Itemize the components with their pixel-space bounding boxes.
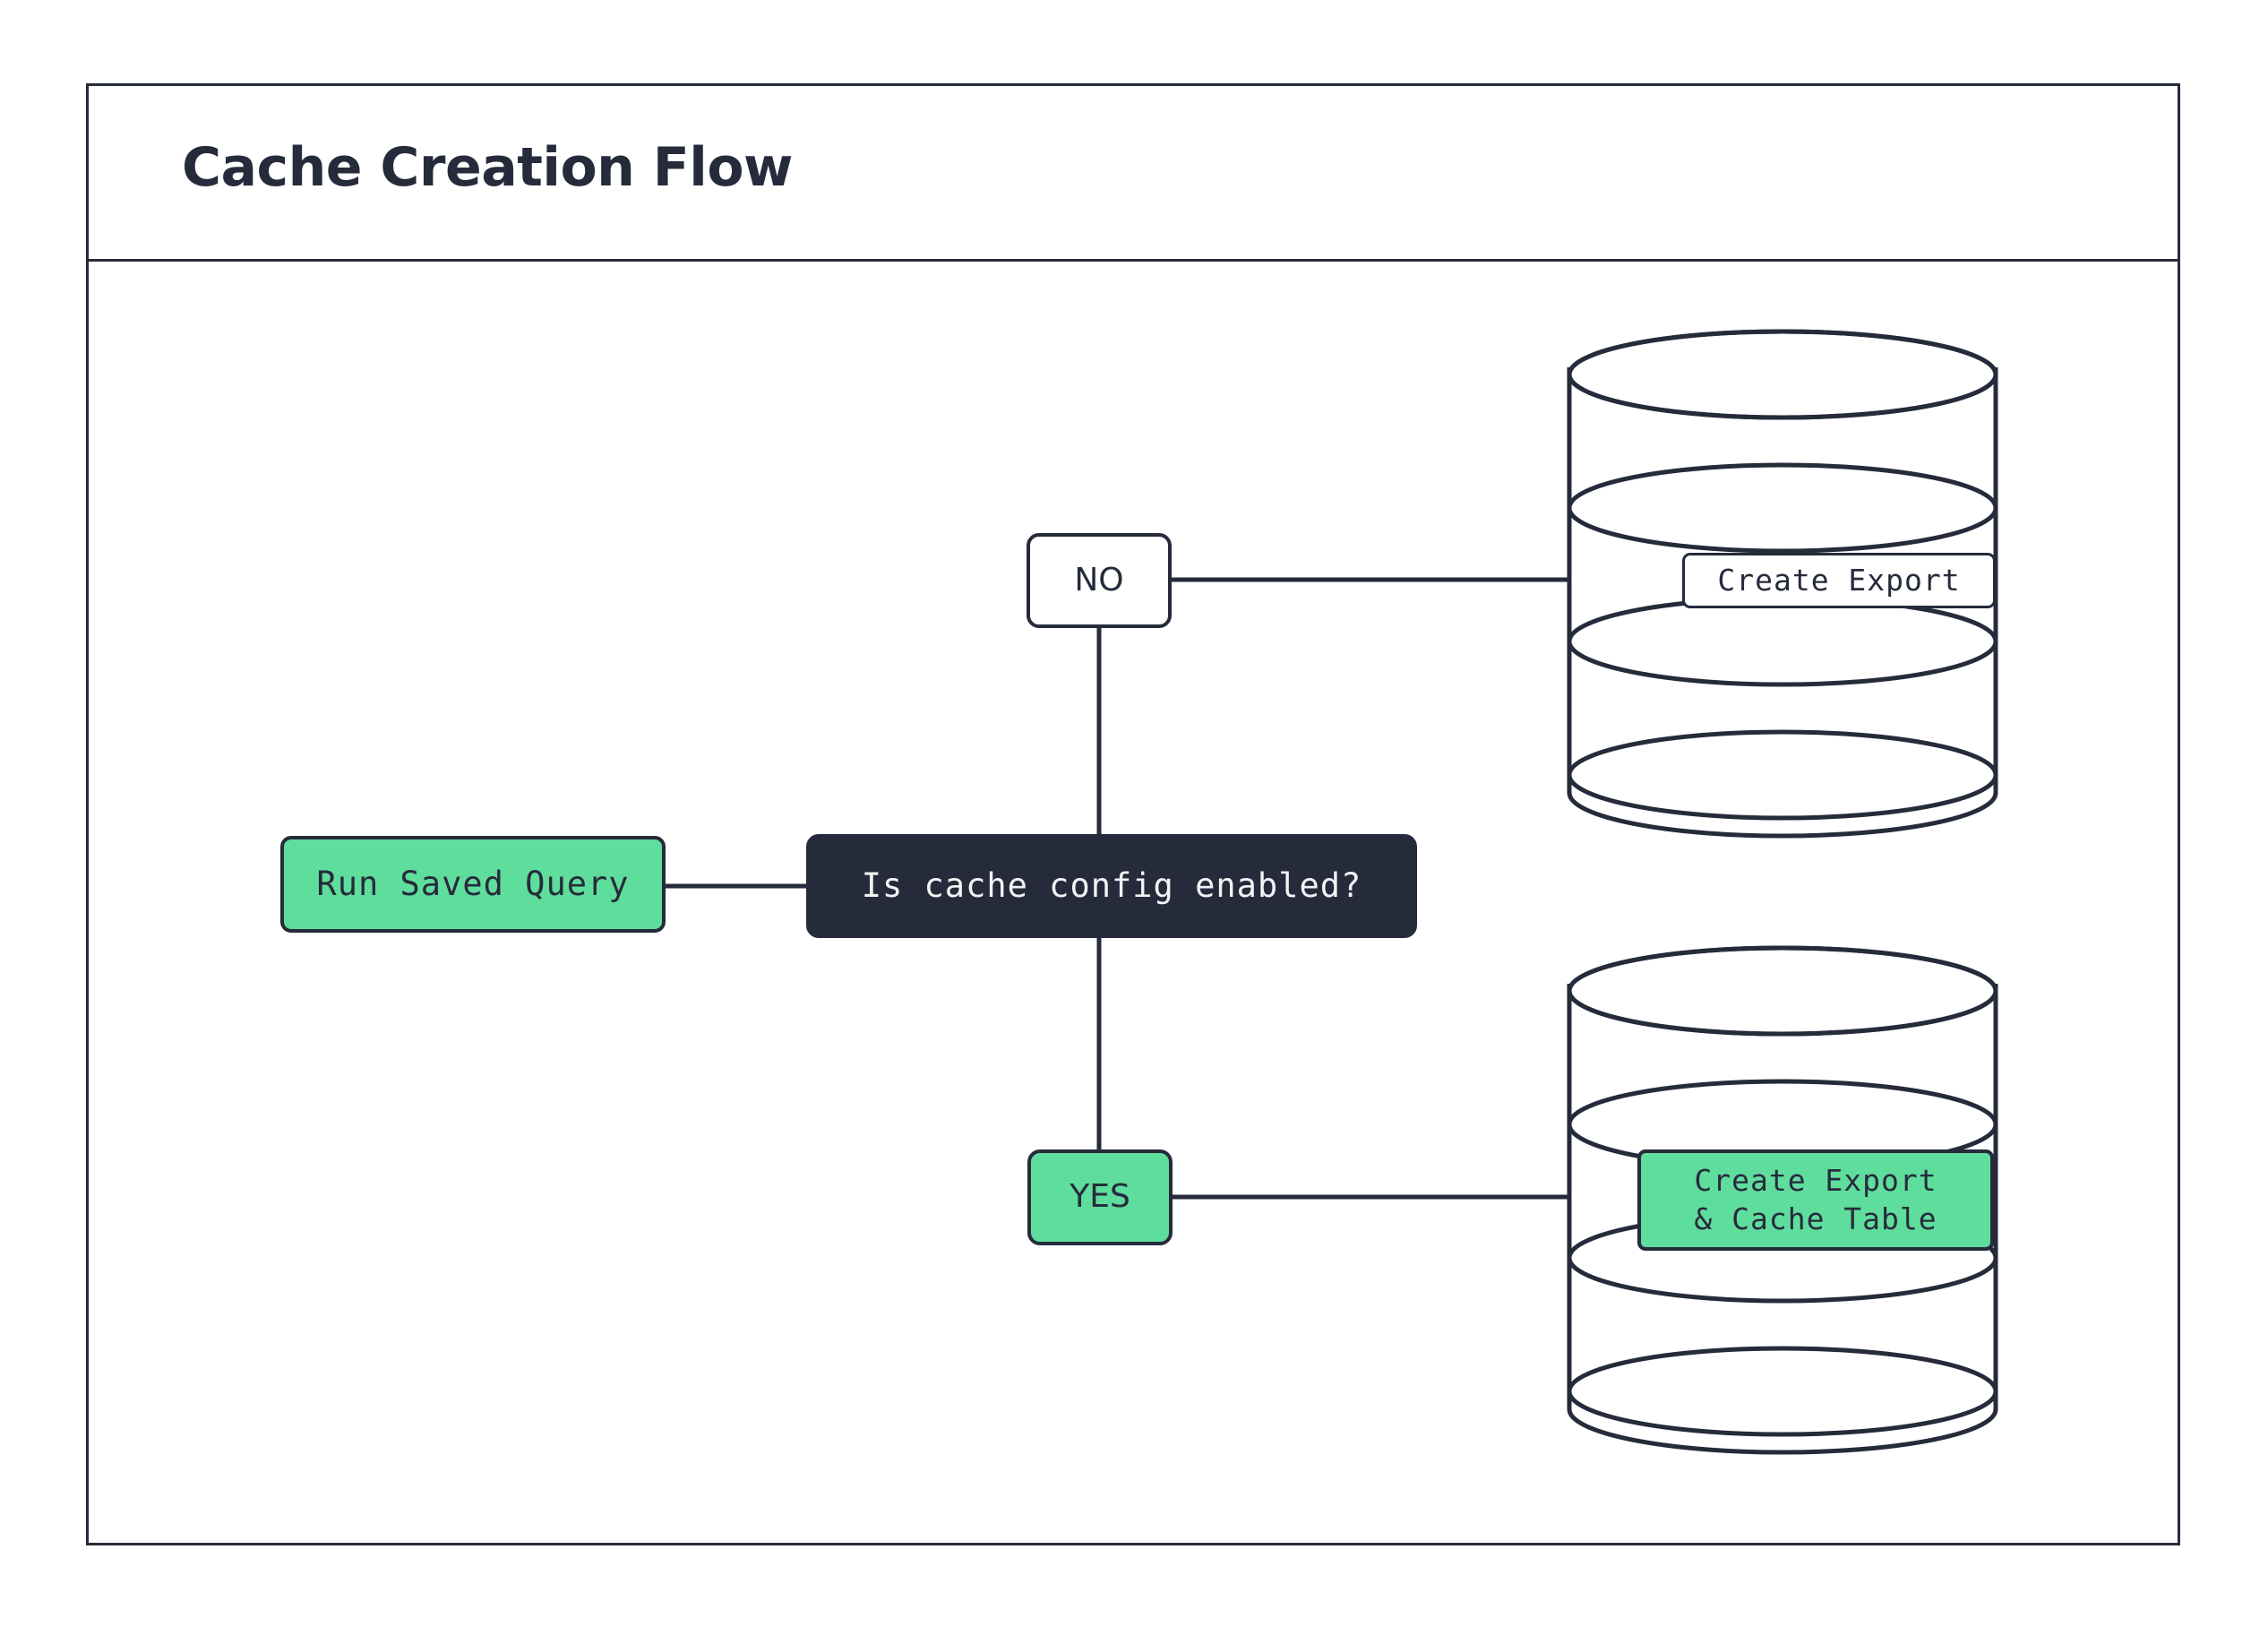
diagram-header	[89, 86, 2178, 262]
diagram-frame: Cache Creation Flow	[86, 83, 2180, 1545]
node-run-saved-query[interactable]: Run Saved Query	[280, 836, 666, 933]
node-is-cache-config-enabled[interactable]: Is cache config enabled?	[806, 834, 1417, 938]
node-branch-yes[interactable]: YES	[1027, 1149, 1173, 1245]
page-title: Cache Creation Flow	[182, 136, 793, 199]
node-create-export-and-cache-table[interactable]: Create Export & Cache Table	[1637, 1149, 1994, 1251]
node-branch-no[interactable]: NO	[1027, 533, 1172, 628]
node-create-export[interactable]: Create Export	[1682, 553, 1996, 608]
